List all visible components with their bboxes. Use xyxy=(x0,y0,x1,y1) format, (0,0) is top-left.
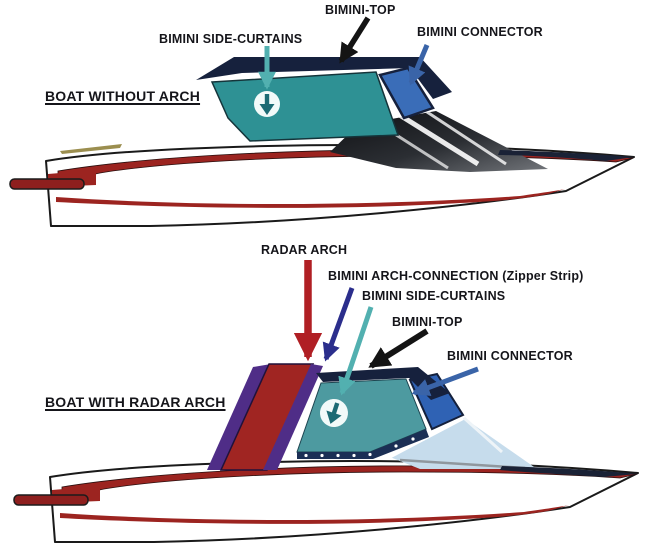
arch-connection-arrow xyxy=(322,287,355,362)
bimini-side-curtains-label: BIMINI SIDE-CURTAINS xyxy=(159,32,303,46)
bimini-connector-label: BIMINI CONNECTOR xyxy=(417,25,543,39)
windshield-divider xyxy=(462,416,504,454)
circular-arrow-logo-icon xyxy=(320,399,348,427)
windshield xyxy=(390,418,537,469)
bow-sheer-band xyxy=(498,150,634,161)
bimini-top-label: BIMINI-TOP xyxy=(325,3,396,17)
bimini-side-curtain-panel xyxy=(210,71,400,142)
boat-with-radar-arch-caption: BOAT WITH RADAR ARCH xyxy=(45,394,226,410)
bimini-side-curtains-arrow xyxy=(338,306,374,396)
radar-arch-label: RADAR ARCH xyxy=(261,243,348,257)
bimini-connector-panel xyxy=(378,66,435,120)
zipper-strip-left xyxy=(207,364,271,470)
curtain-bottom-trim xyxy=(297,429,429,459)
bimini-top-arrow xyxy=(368,328,429,369)
circular-arrow-logo-icon xyxy=(254,91,280,117)
bimini-top-panel xyxy=(196,57,452,99)
boat-without-arch-figure xyxy=(9,16,635,227)
boat-without-arch-caption: BOAT WITHOUT ARCH xyxy=(45,88,201,104)
bimini-top-label: BIMINI-TOP xyxy=(392,315,463,329)
bow-sheer-band xyxy=(500,466,638,477)
bimini-arch-connection-label: BIMINI ARCH-CONNECTION (Zipper Strip) xyxy=(328,269,584,283)
bimini-side-curtains-label: BIMINI SIDE-CURTAINS xyxy=(362,289,506,303)
bimini-connector-label: BIMINI CONNECTOR xyxy=(447,349,573,363)
bimini-connector-arrow xyxy=(411,366,479,397)
stern-trim xyxy=(60,144,122,154)
boat-with-radar-arch-figure xyxy=(13,260,639,543)
bimini-top-arrow xyxy=(338,16,371,64)
curtain-snaps xyxy=(304,437,415,458)
zipper-strip-right xyxy=(263,364,323,470)
bimini-connector-arrow xyxy=(408,44,430,86)
